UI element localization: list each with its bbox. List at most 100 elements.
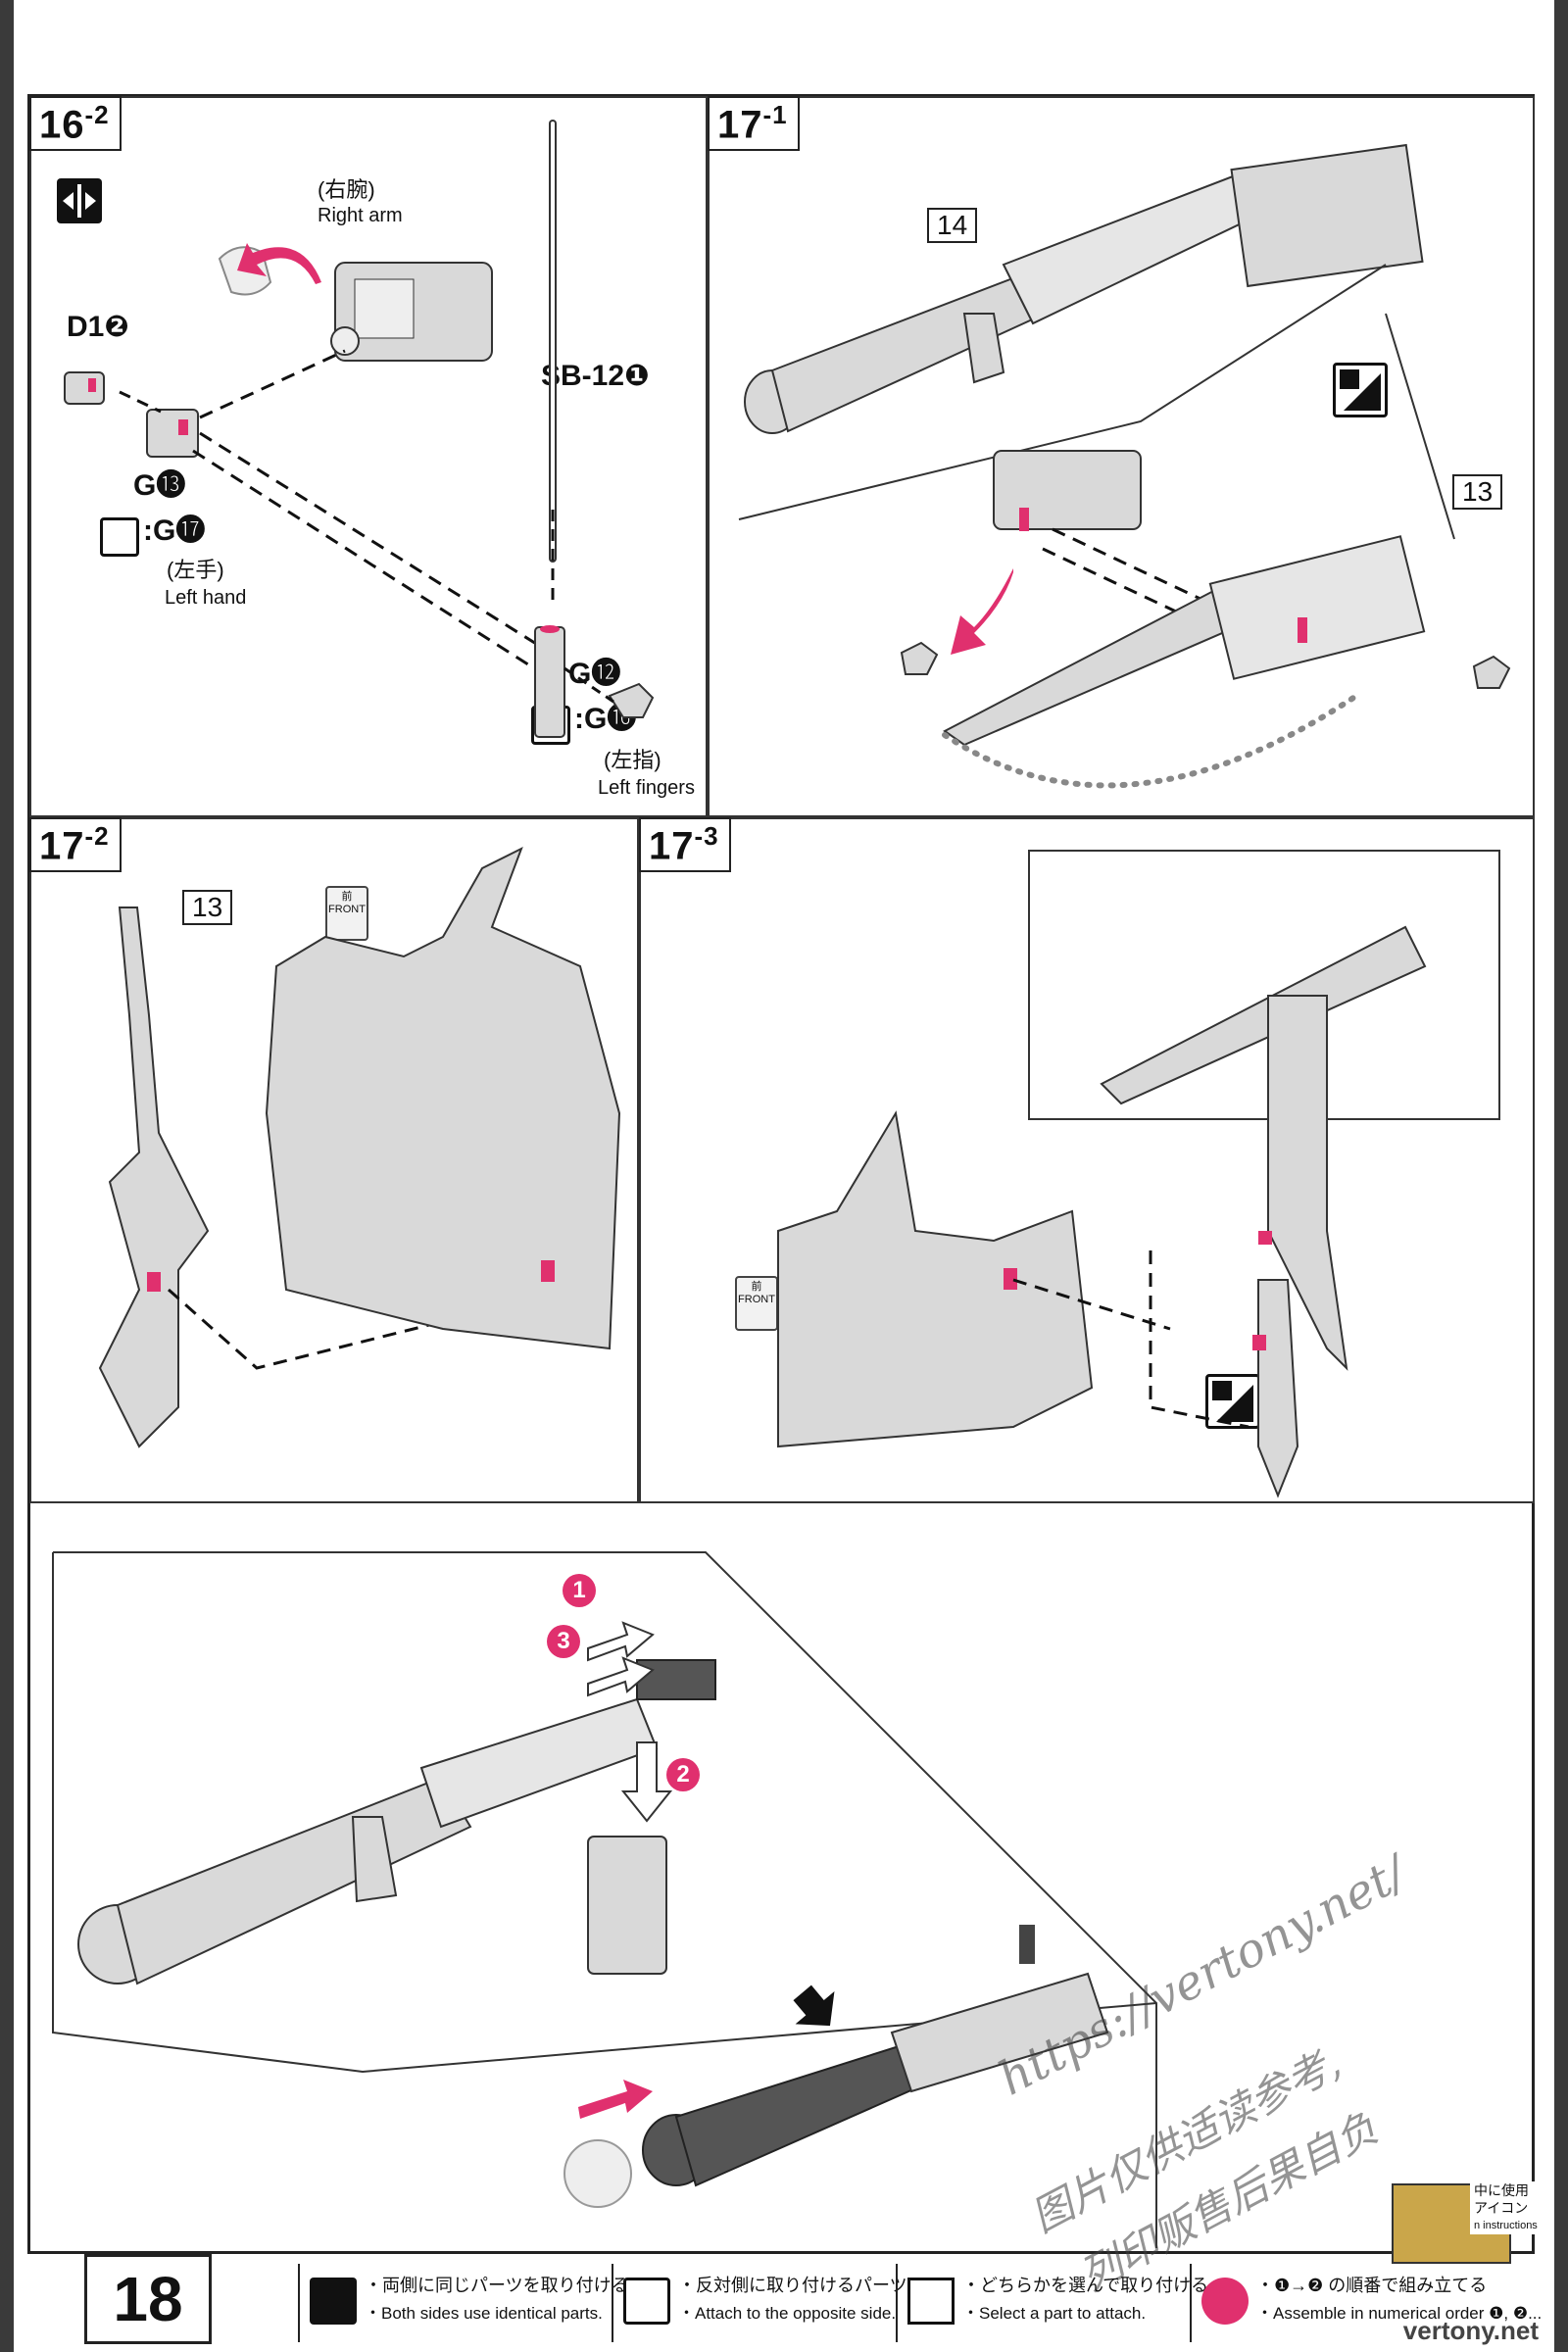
front-tag: 前 FRONT [325,886,368,941]
part-sb12-label: SB-12❶ [541,360,650,392]
left-fingers-en-label: Left fingers [598,777,695,799]
legend-both-sides-jp: ・両側に同じパーツを取り付ける [365,2276,629,2295]
right-arm-part [330,262,493,362]
legend-opposite-side: ・反対側に取り付けるパーツ ・Attach to the opposite si… [612,2264,907,2342]
callout-line [738,264,1387,520]
panel-step-17-1: 17-1 14 13 [708,96,1535,817]
launcher-vertical-2 [1257,1279,1299,1498]
pin-socket [540,625,560,633]
d1-peg [88,378,96,392]
select-part-icon [1333,363,1388,417]
guide-g13-to-pin [199,431,542,649]
guide-launcher-to-body [168,1288,493,1370]
select-part-icon-glyph [1340,369,1381,411]
icon-note: 中に使用 アイコン n instructions [1470,2181,1542,2234]
step-sub-number: -1 [762,100,788,129]
torso-socket-2 [1004,1268,1017,1290]
guide-grip [1052,527,1220,610]
select-part-icon-2-glyph [1212,1381,1253,1422]
detail-inset-box [1028,850,1500,1120]
cap-part [587,1836,667,1975]
legend-both-sides: ・両側に同じパーツを取り付ける ・Both sides use identica… [298,2264,629,2342]
launcher-assembled [744,143,1424,434]
inset-launcher [1100,925,1427,1105]
step-16-2-drawing [64,120,655,738]
step-number: 17 [39,824,85,868]
left-hand-en-label: Left hand [165,587,247,609]
d1-part [64,371,105,405]
dotted-swap-arrow [942,693,1359,789]
assembly-number-3: 3 [547,1625,580,1658]
panel-step-17-2: 17-2 13 前 FRONT [29,817,639,1503]
step-2-arrow [620,1741,673,1823]
guide-grip-2 [1042,547,1210,629]
step-16-2-tag: 16-2 [29,96,122,152]
step-17-3-tag: 17-3 [639,817,731,873]
icon-note-line1: 中に使用 [1474,2182,1529,2198]
part-13b-label: 13 [182,890,233,925]
both-sides-icon-glyph [63,184,96,218]
torso-socket [541,1260,555,1282]
part-g13-label: G⓭ [133,469,186,502]
front-tag-jp-2: 前 [751,1281,762,1293]
launcher-vertical [98,906,210,1448]
removable-cap [636,1659,716,1700]
launcher-peg-3 [1258,1231,1272,1245]
icon-note-line3: n instructions [1474,2220,1538,2231]
right-border-bar [1554,0,1568,2352]
guide-pin-to-g12 [564,666,614,704]
pink-insert-arrow [578,2080,653,2119]
part-d1-label: D1❷ [67,311,129,343]
left-hand-jp-label: (左手) [167,558,224,582]
launcher-body [77,1697,659,1985]
callout-line-2 [1385,313,1455,540]
opposite-side-legend-icon [623,2278,670,2325]
pin-part [534,626,565,738]
legend-numerical-order: ・❶→❷ の順番で組み立てる ・Assemble in numerical or… [1190,2264,1542,2342]
step-17-1-drawing [738,143,1511,789]
panel-step-16-2: 16-2 (右腕) Right arm D1❷ SB-12❶ G⓭ :G⓱ (左… [29,96,708,817]
step-number: 17 [649,824,695,868]
step-number: 16 [39,103,85,147]
guide-launcher-attach-2 [1149,1250,1250,1429]
g13-socket [178,419,188,435]
step-17-1-tag: 17-1 [708,96,800,152]
both-sides-icon [57,178,102,223]
step-17-2-tag: 17-2 [29,817,122,873]
mobile-suit-torso-2 [777,1110,1094,1448]
assembly-section: 1 3 2 [29,1503,1535,2248]
site-watermark: vertony.net [1402,2316,1539,2345]
step-sub-number: -3 [694,821,719,851]
g13-part [146,409,199,458]
mobile-suit-torso [265,846,621,1350]
legend-both-sides-en: ・Both sides use identical parts. [365,2304,603,2323]
launcher-variant [943,535,1426,747]
front-tag-jp: 前 [341,891,353,903]
step-17-3-drawing [777,850,1500,1498]
legend-select-part-en: ・Select a part to attach. [962,2304,1147,2323]
front-tag-en-2: FRONT [738,1294,775,1305]
front-tag-2: 前 FRONT [735,1276,778,1331]
left-border-bar [0,0,14,2352]
part-g12-label: G⓬ [568,658,621,690]
rotate-arrow [237,243,321,284]
launcher-peg [147,1272,161,1292]
step-number: 17 [717,103,763,147]
small-grip-left [900,641,939,675]
legend-numerical-order-en: ・Assemble in numerical order ❶, ❷... [1256,2304,1543,2323]
alt-g17-label: :G⓱ [143,514,206,547]
assembly-number-1: 1 [563,1574,596,1607]
legend-opposite-side-en: ・Attach to the opposite side. [678,2304,897,2323]
part-14-label: 14 [927,208,978,243]
assembly-outline [53,1551,1157,2248]
step-sub-number: -2 [84,821,110,851]
step-17-2-drawing [98,846,621,1448]
rotate-arrow-2 [951,568,1013,655]
legend-select-part-jp: ・どちらかを選んで取り付ける [962,2276,1209,2295]
left-fingers-jp-label: (左指) [604,748,662,772]
number-order-legend-icon [1201,2278,1249,2325]
step-3-arrow [587,1656,655,1697]
step-sub-number: -2 [84,100,110,129]
assembly-outline-2 [52,1552,1157,2074]
assembly-drawing [52,1551,1157,2248]
